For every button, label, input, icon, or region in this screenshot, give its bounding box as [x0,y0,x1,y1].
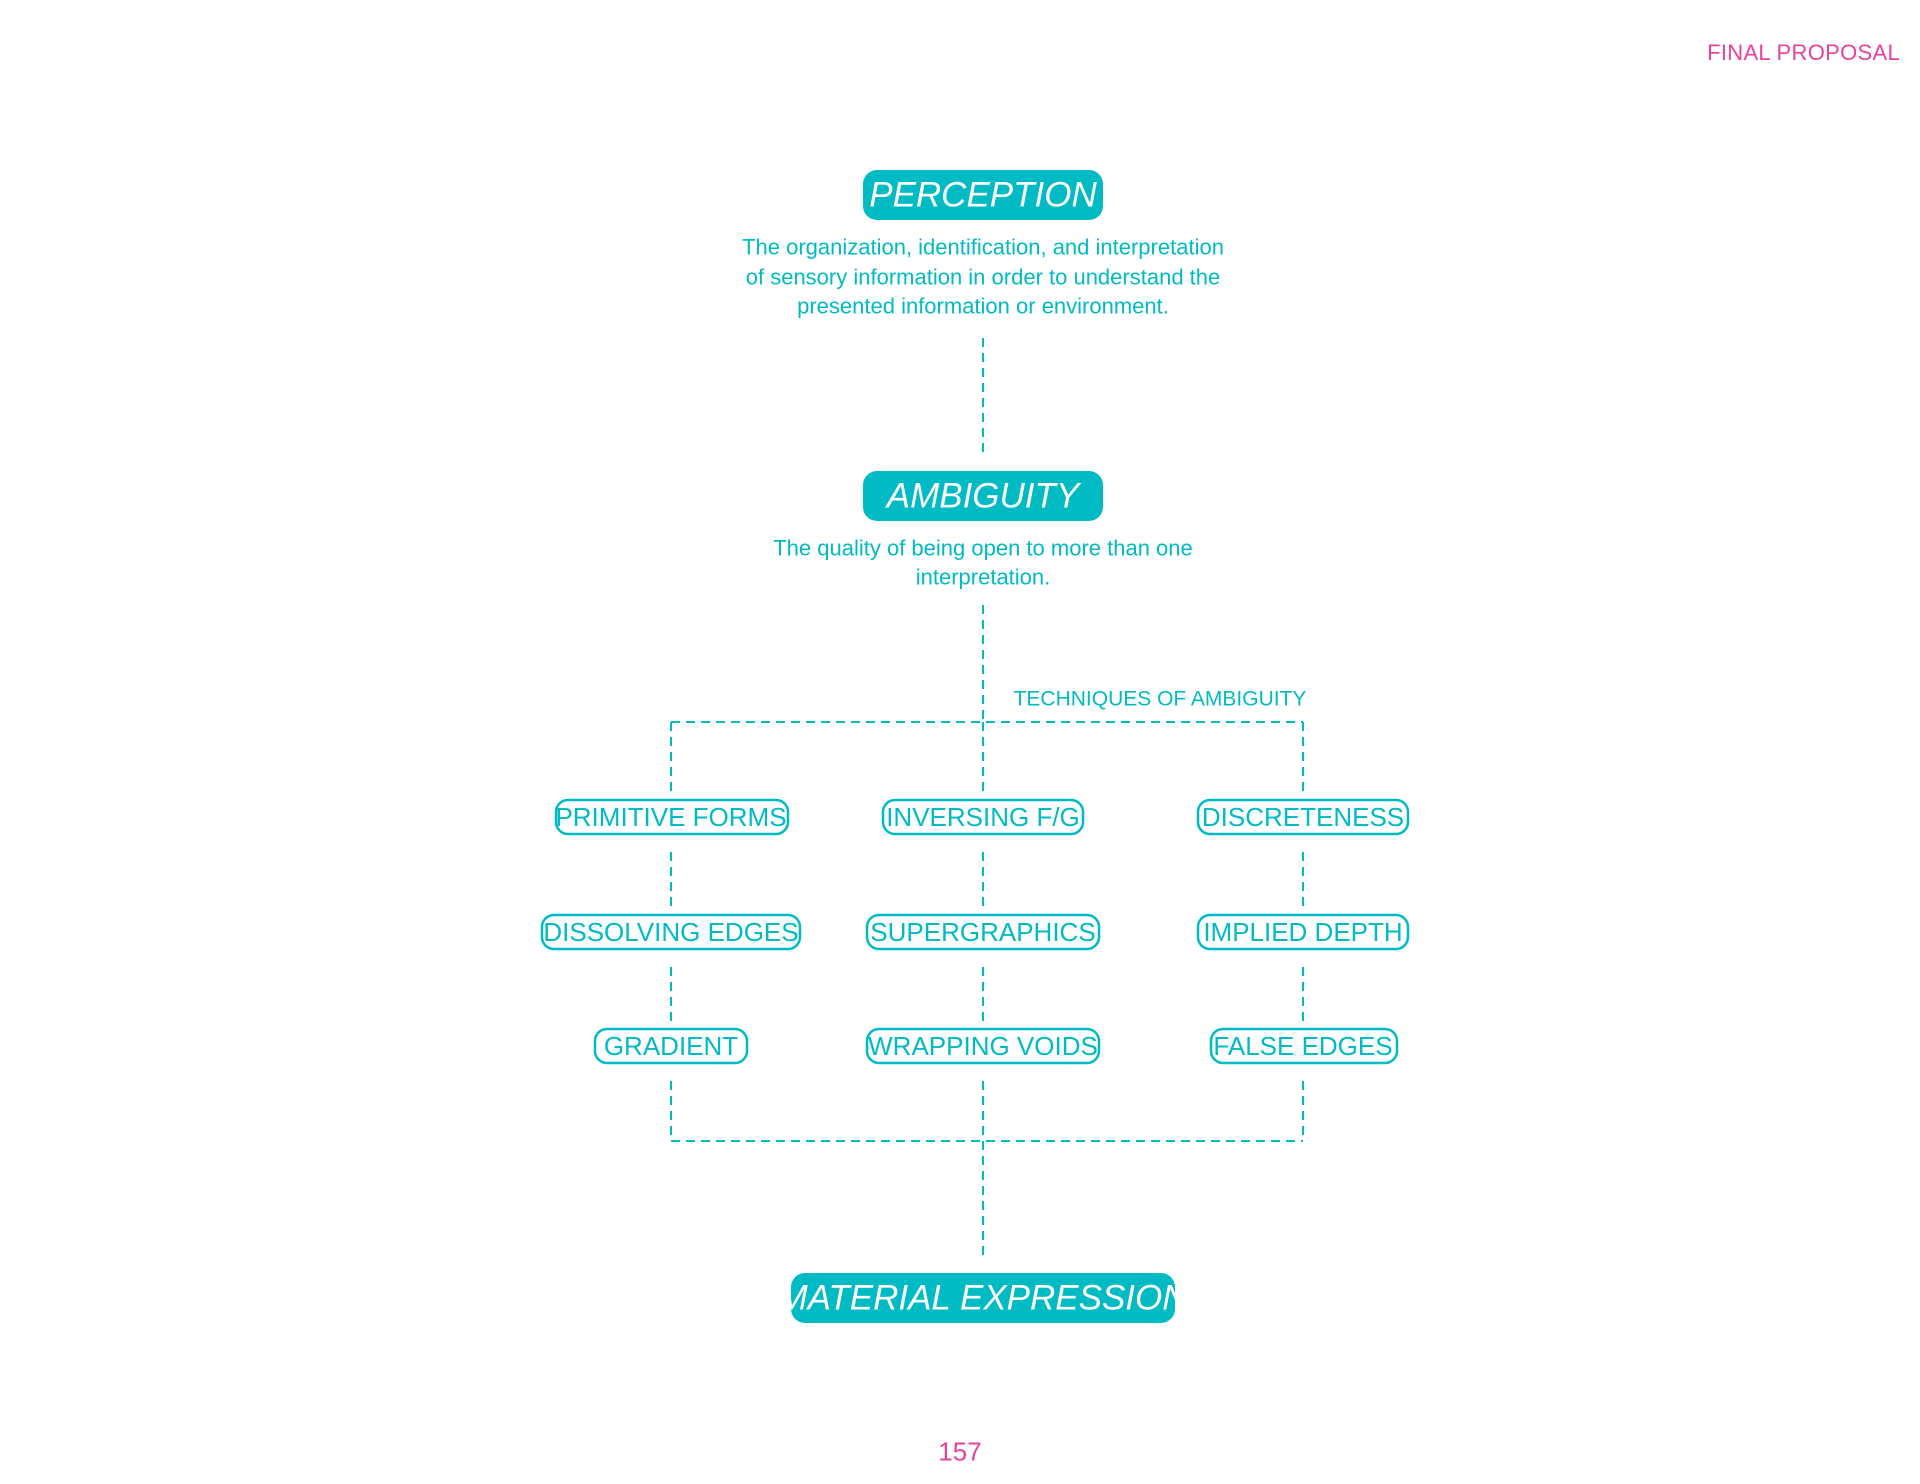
technique-box-implied-depth [1196,913,1410,951]
section-label: FINAL PROPOSAL [1707,40,1900,65]
perception-description-line-2: of sensory information in order to under… [746,265,1221,290]
technique-supergraphics: SUPERGRAPHICS [870,917,1095,947]
perception-description-line-1: The organization, identification, and in… [742,235,1224,260]
technique-box-primitive-forms [554,798,790,836]
connector-lines [670,338,1304,1255]
technique-box-dissolving-edges [540,913,802,951]
technique-discreteness: DISCRETENESS [1202,802,1404,832]
perception-title: PERCEPTION [869,176,1097,215]
material-expression-node: MATERIAL EXPRESSION [778,1273,1188,1323]
perception-pill [863,170,1103,220]
technique-column-3: DISCRETENESS IMPLIED DEPTH FALSE EDGES [1196,798,1410,1065]
material-expression-pill [791,1273,1175,1323]
techniques-group-label: TECHNIQUES OF AMBIGUITY [1014,688,1307,711]
technique-box-wrapping-voids [865,1027,1101,1065]
ambiguity-pill [863,471,1103,521]
ambiguity-title: AMBIGUITY [885,477,1082,516]
technique-column-1: PRIMITIVE FORMS DISSOLVING EDGES GRADIEN… [540,798,802,1065]
technique-gradient: GRADIENT [604,1031,738,1061]
perception-description-line-3: presented information or environment. [797,294,1169,319]
technique-false-edges: FALSE EDGES [1213,1031,1392,1061]
technique-box-gradient [593,1027,749,1065]
perception-node: PERCEPTION The organization, identificat… [742,170,1224,319]
page-number: 157 [938,1436,982,1467]
technique-box-supergraphics [865,913,1101,951]
technique-primitive-forms: PRIMITIVE FORMS [555,802,786,832]
ambiguity-description-line-2: interpretation. [916,565,1051,590]
technique-implied-depth: IMPLIED DEPTH [1203,917,1402,947]
technique-box-false-edges [1209,1027,1399,1065]
material-expression-title: MATERIAL EXPRESSION [778,1279,1188,1318]
technique-wrapping-voids: WRAPPING VOIDS [868,1031,1098,1061]
technique-dissolving-edges: DISSOLVING EDGES [543,917,798,947]
technique-inversing-fg: INVERSING F/G [886,802,1080,832]
ambiguity-description-line-1: The quality of being open to more than o… [773,536,1193,561]
ambiguity-node: AMBIGUITY The quality of being open to m… [773,471,1193,590]
technique-column-2: INVERSING F/G SUPERGRAPHICS WRAPPING VOI… [865,798,1101,1065]
technique-box-discreteness [1196,798,1410,836]
technique-box-inversing-fg [881,798,1085,836]
